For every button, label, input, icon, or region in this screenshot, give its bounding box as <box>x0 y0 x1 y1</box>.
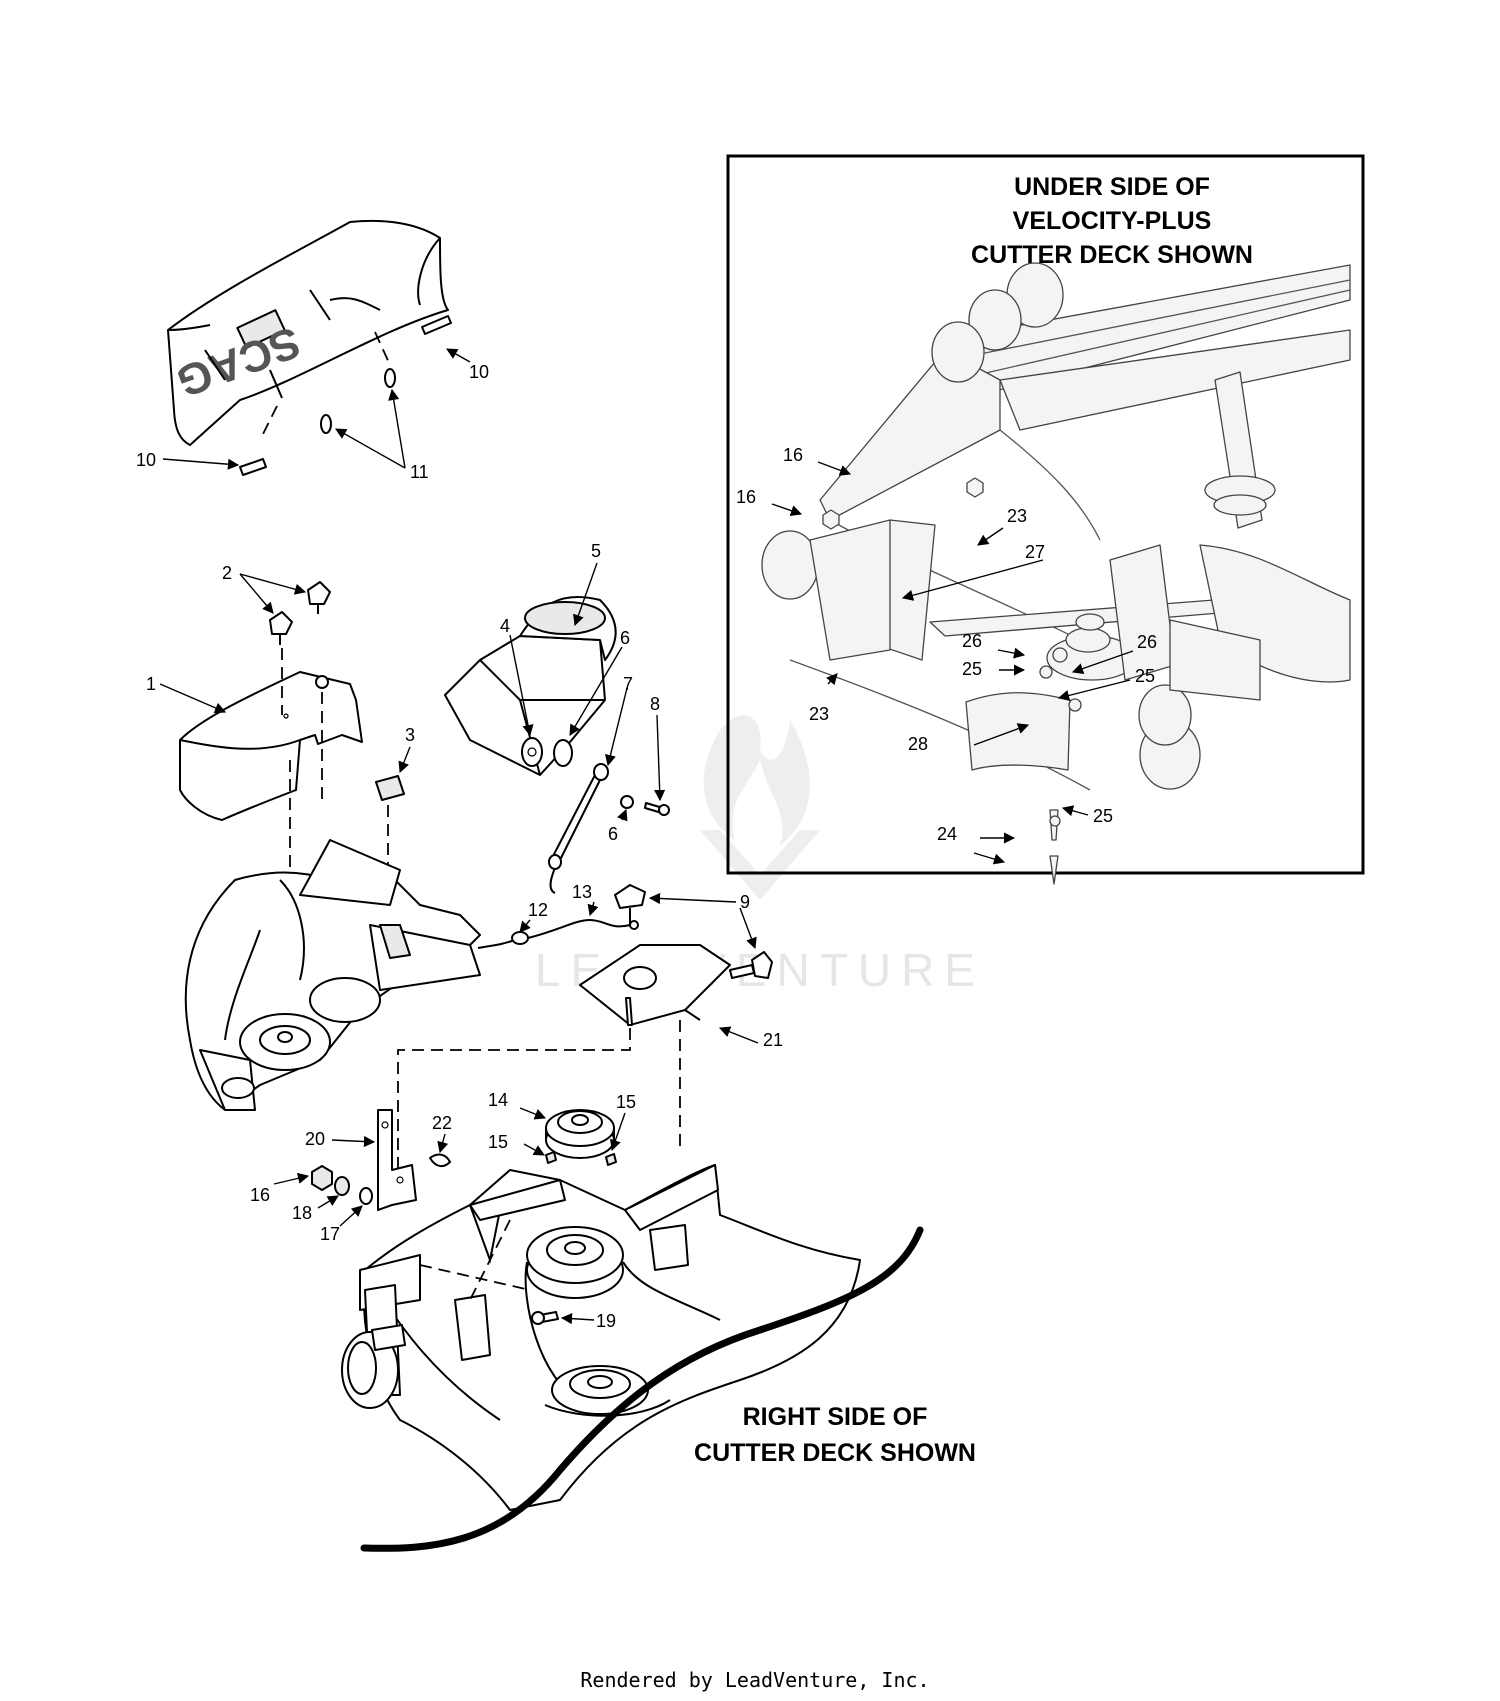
callout-19: 19 <box>596 1311 616 1331</box>
clip-22 <box>429 1153 451 1168</box>
callout-14: 14 <box>488 1090 508 1110</box>
callout-15-left: 15 <box>488 1132 508 1152</box>
inset-frame <box>726 154 1365 875</box>
decal-3 <box>375 775 405 801</box>
main-heading-line1: RIGHT SIDE OF <box>743 1403 928 1431</box>
callout-25-inset-b: 25 <box>1135 666 1155 686</box>
main-heading-line2: CUTTER DECK SHOWN <box>694 1439 976 1467</box>
callout-1: 1 <box>146 674 156 694</box>
callout-16-inset-b: 16 <box>736 487 756 507</box>
set-screws-15 <box>545 1151 617 1166</box>
underside-deck-illustration <box>761 262 1351 885</box>
callout-18: 18 <box>292 1203 312 1223</box>
callout-13: 13 <box>572 882 592 902</box>
washer-18 <box>334 1176 350 1196</box>
belt-cover <box>179 671 363 821</box>
callout-12: 12 <box>528 900 548 920</box>
callout-17: 17 <box>320 1224 340 1244</box>
callout-25-inset-c: 25 <box>1093 806 1113 826</box>
callout-7: 7 <box>623 674 633 694</box>
callout-4: 4 <box>500 616 510 636</box>
callout-10-top: 10 <box>469 362 489 382</box>
inset-heading-line1: UNDER SIDE OF <box>1014 173 1210 201</box>
callout-28: 28 <box>908 734 928 754</box>
cable-12-13 <box>477 918 639 949</box>
spring-link-7 <box>548 763 670 894</box>
callout-11: 11 <box>410 462 429 482</box>
callout-21: 21 <box>763 1030 783 1050</box>
section-break-line <box>360 1226 924 1552</box>
callout-8: 8 <box>650 694 660 714</box>
knob-2-left <box>269 611 293 645</box>
callout-26-inset-a: 26 <box>962 631 982 651</box>
callout-25-inset-a: 25 <box>962 659 982 679</box>
deflector-housing <box>444 595 617 776</box>
nut-16 <box>311 1165 333 1191</box>
callout-9: 9 <box>740 892 750 912</box>
footer-credit: Rendered by LeadVenture, Inc. <box>580 1668 929 1692</box>
callout-20: 20 <box>305 1129 325 1149</box>
knob-9-side <box>729 951 773 979</box>
inset-heading-line3: CUTTER DECK SHOWN <box>971 241 1253 269</box>
knob-2-right <box>307 581 331 614</box>
callout-24: 24 <box>937 824 957 844</box>
pulley-guard-assembly <box>184 839 481 1111</box>
washer-17 <box>359 1187 373 1205</box>
callout-26-inset-b: 26 <box>1137 632 1157 652</box>
pulley-14 <box>545 1109 615 1159</box>
callout-22: 22 <box>432 1113 452 1133</box>
bracket-21 <box>579 944 731 1026</box>
discharge-chute: SCAG <box>167 219 452 476</box>
callout-27: 27 <box>1025 542 1045 562</box>
bracket-20 <box>377 1109 417 1211</box>
knob-9-top <box>614 884 646 925</box>
callout-6-top: 6 <box>620 628 630 648</box>
callout-6-bottom: 6 <box>608 824 618 844</box>
callout-16-inset-a: 16 <box>783 445 803 465</box>
inset-heading-line2: VELOCITY-PLUS <box>1013 207 1212 235</box>
callout-15-right: 15 <box>616 1092 636 1112</box>
bolt-19 <box>531 1311 559 1325</box>
callout-3: 3 <box>405 725 415 745</box>
callout-23-inset-a: 23 <box>1007 506 1027 526</box>
callout-16-main: 16 <box>250 1185 270 1205</box>
callout-5: 5 <box>591 541 601 561</box>
callout-10-bottom: 10 <box>136 450 156 470</box>
callout-2: 2 <box>222 563 232 583</box>
callout-23-inset-b: 23 <box>809 704 829 724</box>
cutter-deck <box>341 1164 861 1511</box>
